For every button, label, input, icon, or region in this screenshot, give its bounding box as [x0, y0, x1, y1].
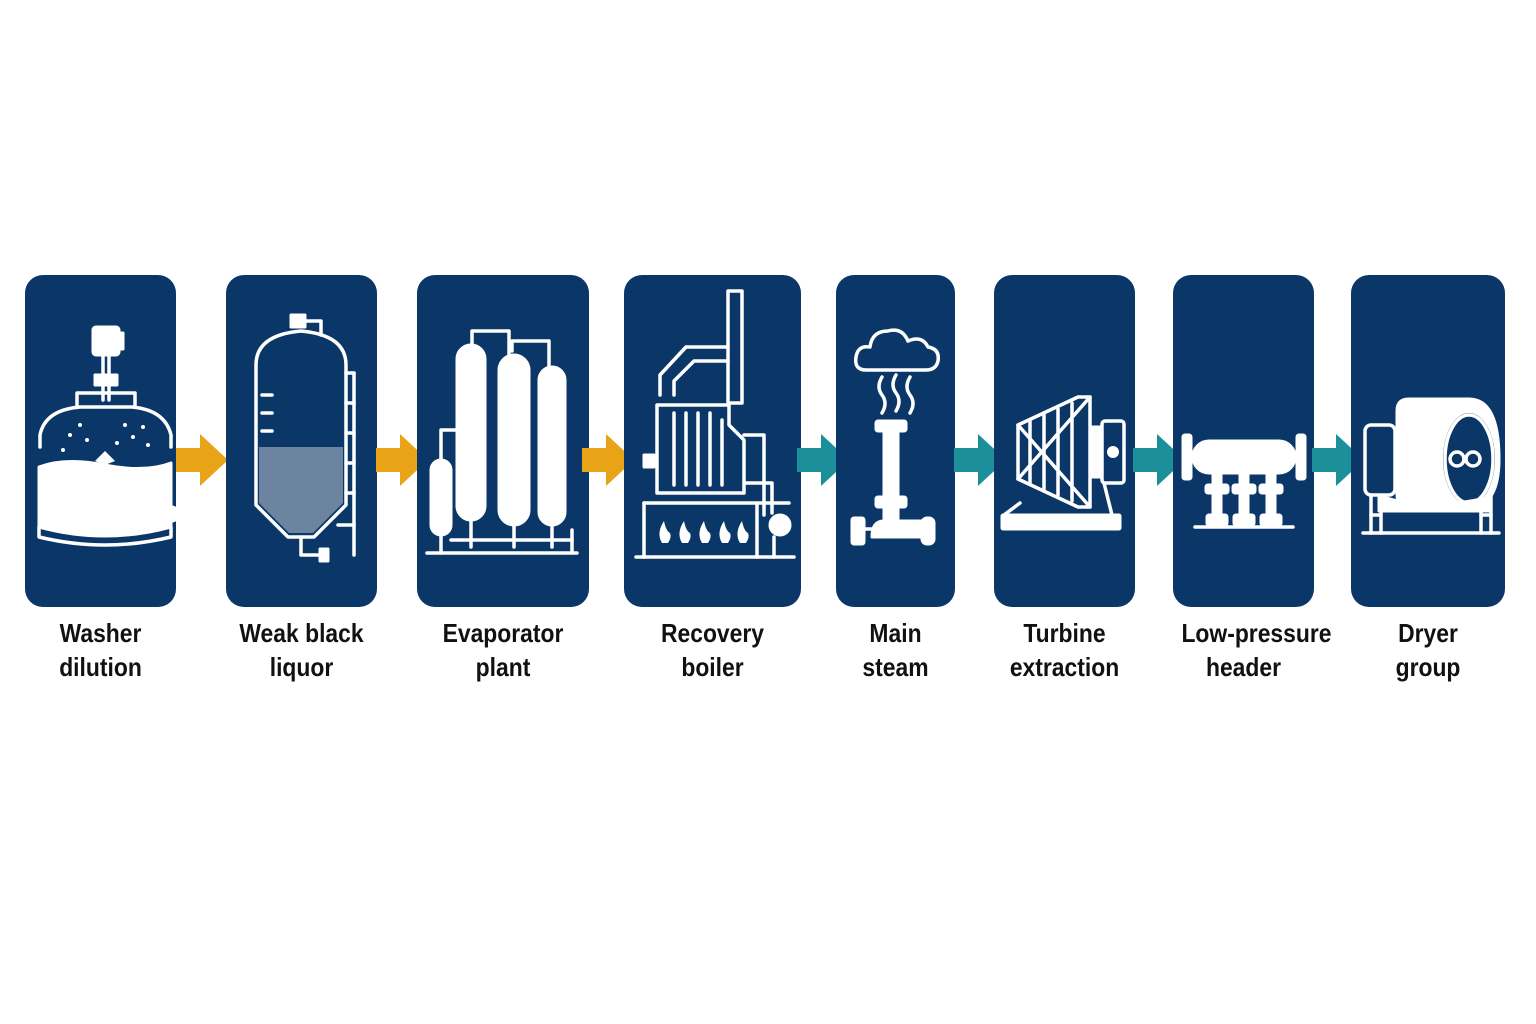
label-line1: Turbine	[1023, 618, 1106, 648]
stage-card-turbine-extraction	[994, 275, 1135, 607]
liquor-flow-arrow-icon	[376, 434, 428, 486]
washer-tank-icon	[37, 325, 179, 547]
stage-card-dryer-group	[1351, 275, 1505, 607]
stage-label-main-steam: Main steam	[843, 616, 948, 684]
turbine-icon	[1000, 395, 1126, 531]
label-line1: Weak black	[239, 618, 364, 648]
label-line2: boiler	[681, 652, 744, 682]
stage-card-main-steam	[836, 275, 955, 607]
steam-flow-arrow-icon	[1312, 434, 1364, 486]
stage-card-washer-dilution	[25, 275, 179, 607]
stage-label-washer-dilution: Washer dilution	[34, 616, 167, 684]
stage-label-evaporator-plant: Evaporator plant	[427, 616, 578, 684]
dryer-cylinder-icon	[1361, 397, 1501, 535]
liquor-flow-arrow-icon	[582, 434, 634, 486]
header-manifold-icon	[1181, 433, 1307, 529]
stage-label-low-pressure-header: Low-pressure header	[1181, 616, 1332, 684]
stage-card-weak-black-liquor	[226, 275, 377, 607]
stage-label-weak-black-liquor: Weak black liquor	[235, 616, 368, 684]
recovery-boiler-icon	[634, 289, 796, 559]
label-line1: Recovery	[660, 618, 765, 648]
label-line2: dilution	[59, 652, 142, 682]
stage-card-evaporator-plant	[417, 275, 589, 607]
steam-flow-arrow-icon	[954, 434, 1006, 486]
label-line2: extraction	[1009, 652, 1120, 682]
stage-card-recovery-boiler	[624, 275, 801, 607]
liquor-tank-icon	[254, 313, 356, 563]
label-line1: Washer	[59, 618, 142, 648]
stage-label-turbine-extraction: Turbine extraction	[1002, 616, 1126, 684]
label-line2: liquor	[269, 652, 334, 682]
steam-flow-arrow-icon	[797, 434, 849, 486]
stage-label-recovery-boiler: Recovery boiler	[635, 616, 791, 684]
label-line1: Evaporator	[442, 618, 564, 648]
label-line1: Dryer	[1398, 618, 1458, 648]
evaporator-icon	[425, 329, 579, 555]
stage-label-dryer-group: Dryer group	[1360, 616, 1496, 684]
stage-card-low-pressure-header	[1173, 275, 1314, 607]
steam-icon	[850, 328, 941, 546]
liquor-flow-arrow-icon	[176, 434, 228, 486]
steam-flow-arrow-icon	[1133, 434, 1185, 486]
label-line2: steam	[862, 652, 929, 682]
label-line1: Main	[869, 618, 922, 648]
label-line2: header	[1205, 652, 1282, 682]
label-line1: Low-pressure	[1181, 618, 1332, 648]
label-line2: group	[1395, 652, 1461, 682]
label-line2: plant	[475, 652, 531, 682]
